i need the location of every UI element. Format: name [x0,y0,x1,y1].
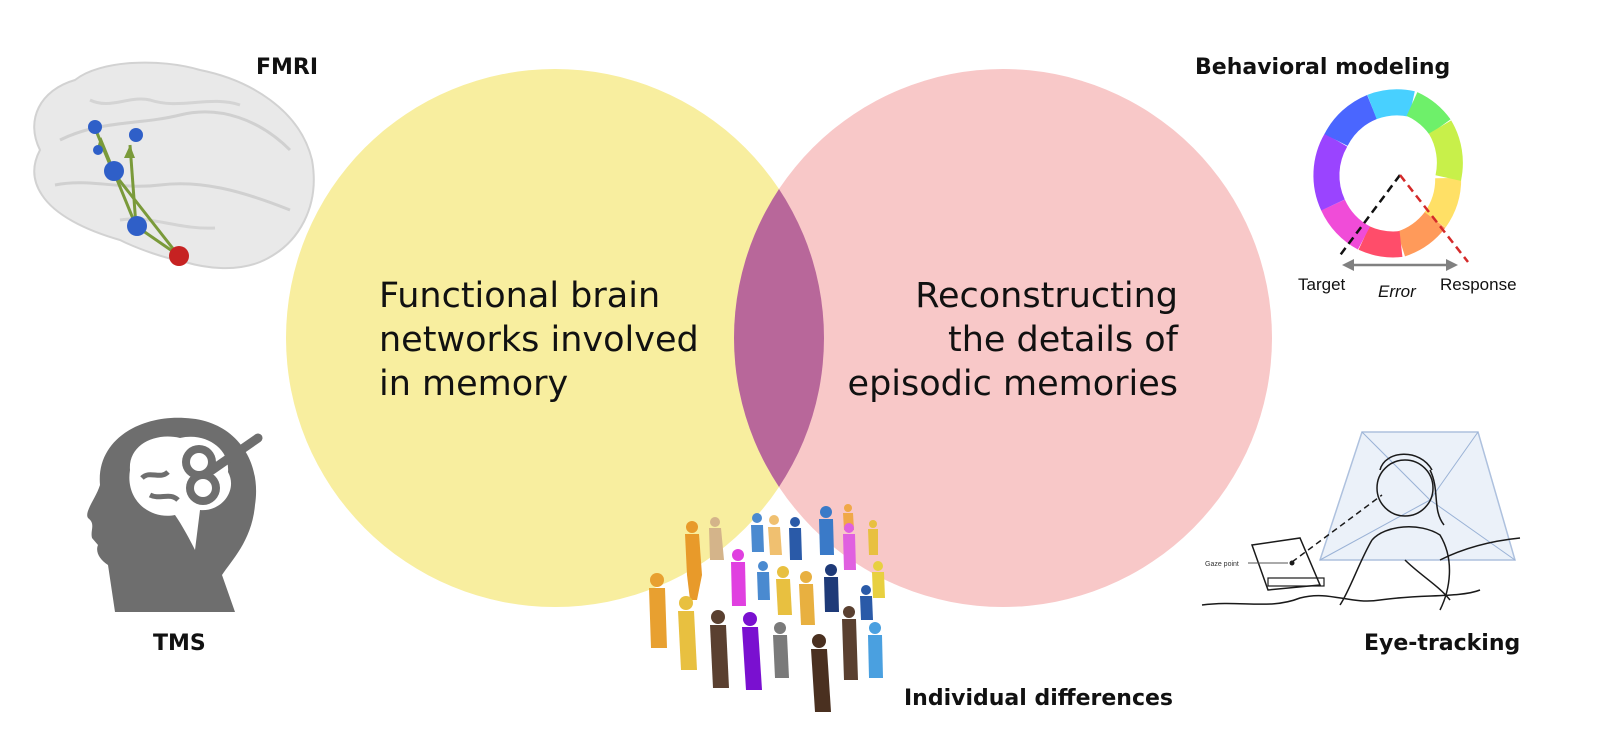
error-label: Error [1378,282,1417,301]
right-circle [734,69,1272,607]
response-label: Response [1440,275,1517,294]
color-wheel-icon [1313,89,1469,271]
right-circle-text: Reconstructing the details of episodic m… [848,274,1178,406]
left-text-line-3: in memory [379,364,569,404]
left-circle [286,69,824,607]
right-text-line-3: episodic memories [847,364,1178,404]
gaze-point-label: Gaze point [1205,561,1239,568]
head-tms-icon [87,417,263,612]
right-text-line-1: Reconstructing [915,276,1178,316]
eye-tracking-person-icon [1201,431,1521,611]
crowd-people-icon [649,504,885,712]
fmri-label: FMRI [256,55,319,80]
target-label: Target [1298,275,1346,294]
eye-tracking-label: Eye-tracking [1364,631,1521,656]
right-text-line-2: the details of [947,320,1178,360]
brain-fmri-icon [33,61,315,270]
left-circle-text: Functional brain networks involved in me… [379,274,699,406]
left-text-line-1: Functional brain [379,276,661,316]
left-text-line-2: networks involved [379,320,699,360]
tms-label: TMS [153,631,206,656]
behavioral-modeling-label: Behavioral modeling [1195,55,1451,80]
individual-differences-label: Individual differences [904,686,1173,711]
